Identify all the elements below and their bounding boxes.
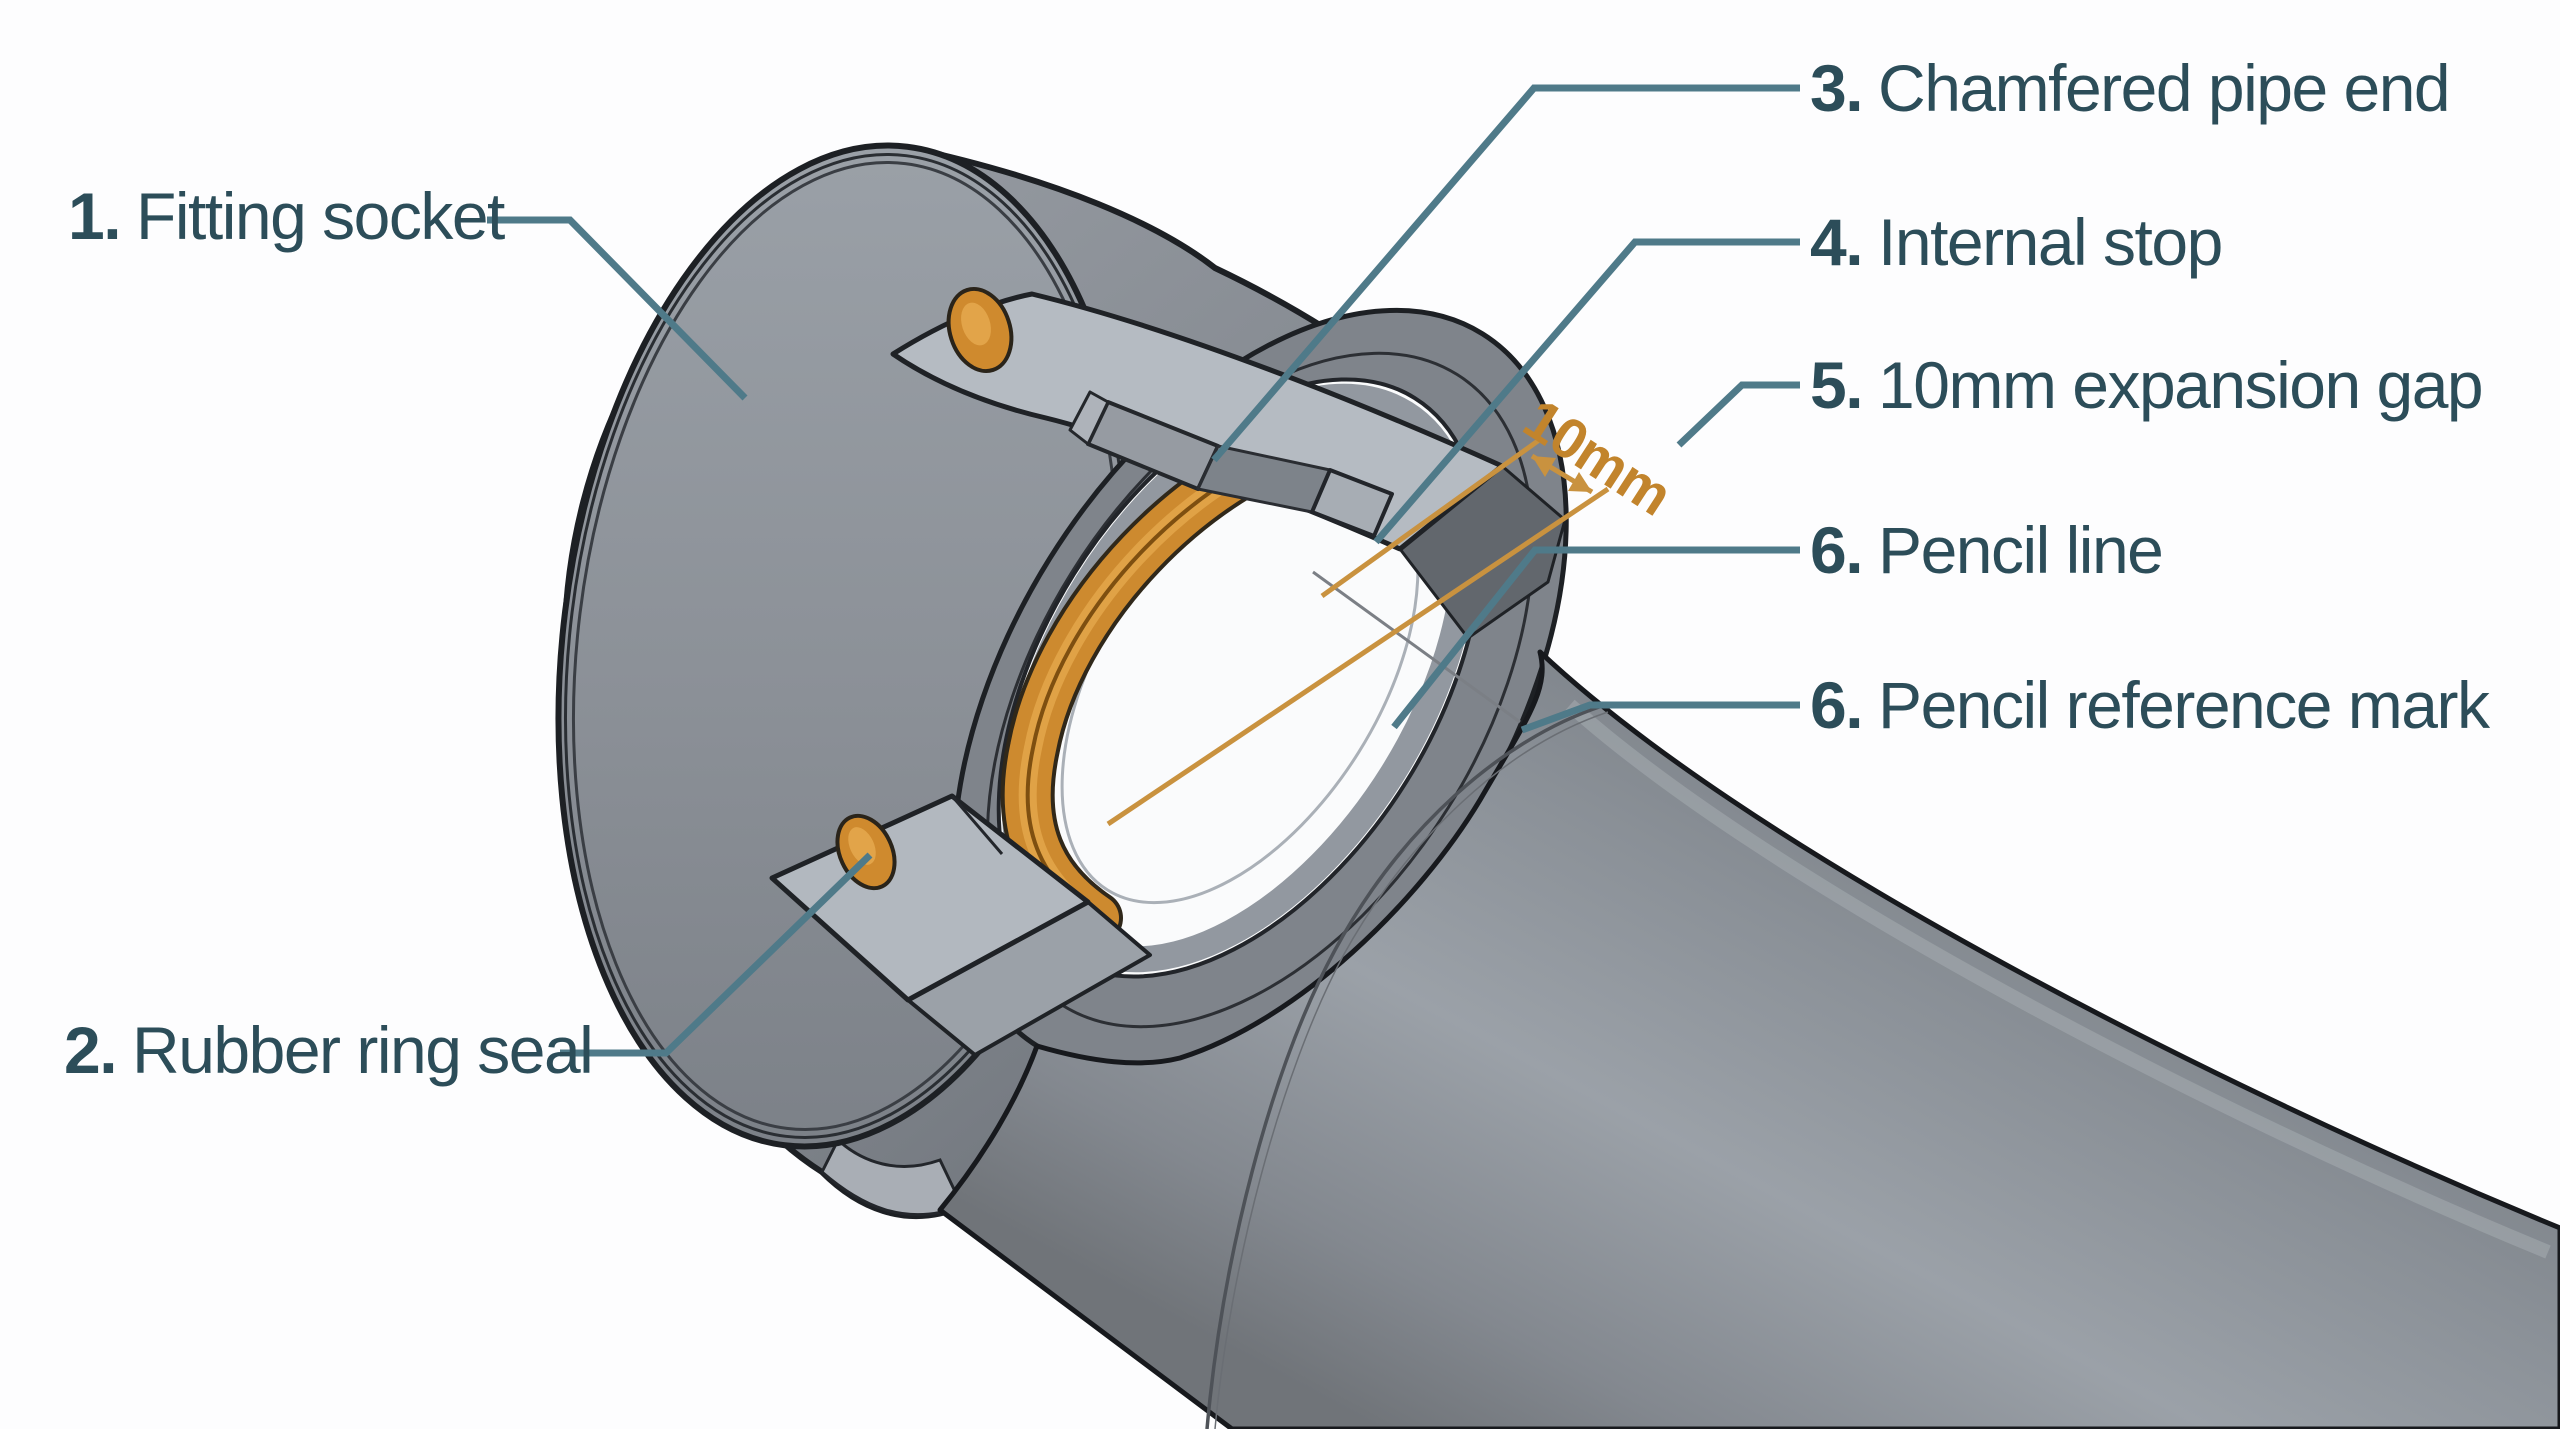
label-rubber-ring-seal: 2. Rubber ring seal bbox=[64, 1013, 594, 1087]
label-pencil-line: 6. Pencil line bbox=[1810, 513, 2164, 587]
label-number: 1. bbox=[68, 179, 122, 253]
label-fitting-socket: 1. Fitting socket bbox=[68, 179, 505, 253]
leader-pencil-line bbox=[1391, 546, 1800, 730]
label-number: 2. bbox=[64, 1013, 118, 1087]
arrowhead-left bbox=[1532, 456, 1556, 477]
cutaway-bottom-shelf bbox=[769, 793, 1152, 1057]
arrowhead-right bbox=[1568, 472, 1592, 492]
leader-expansion-gap bbox=[1676, 381, 1800, 448]
extension-line-lower bbox=[1106, 486, 1610, 827]
leader-chamfered-pipe-end bbox=[1211, 84, 1800, 463]
label-number: 6. bbox=[1810, 668, 1864, 742]
leader-internal-stop bbox=[1373, 238, 1800, 545]
dimension-annotation bbox=[1106, 435, 1610, 827]
label-number: 3. bbox=[1810, 51, 1864, 125]
label-chamfered-pipe-end: 3. Chamfered pipe end bbox=[1810, 51, 2451, 125]
label-text: Pencil reference mark bbox=[1878, 668, 2490, 742]
label-text: Rubber ring seal bbox=[132, 1013, 594, 1087]
pipe bbox=[937, 570, 2560, 1429]
leader-fitting-socket bbox=[487, 216, 748, 401]
label-internal-stop: 4. Internal stop bbox=[1810, 205, 2223, 279]
cutaway-top-shelf bbox=[890, 286, 1505, 552]
pencil-reference-mark bbox=[1205, 704, 1603, 1429]
label-text: Pencil line bbox=[1878, 513, 2164, 587]
label-number: 5. bbox=[1810, 348, 1864, 422]
leader-rubber-ring-seal bbox=[560, 852, 873, 1057]
seal-cross-section-top bbox=[946, 286, 1014, 374]
label-text: 10mm expansion gap bbox=[1878, 348, 2484, 422]
extension-line-upper bbox=[1320, 435, 1544, 599]
pencil-line bbox=[1312, 570, 1521, 724]
label-expansion-gap: 5. 10mm expansion gap bbox=[1810, 348, 2484, 422]
label-number: 4. bbox=[1810, 205, 1864, 279]
leader-lines bbox=[487, 84, 1800, 1057]
label-text: Fitting socket bbox=[136, 179, 505, 253]
leader-pencil-reference-mark bbox=[1520, 701, 1800, 734]
label-text: Chamfered pipe end bbox=[1878, 51, 2451, 125]
label-text: Internal stop bbox=[1878, 205, 2223, 279]
label-pencil-reference-mark: 6. Pencil reference mark bbox=[1810, 668, 2490, 742]
internal-stop bbox=[1310, 468, 1394, 538]
label-number: 6. bbox=[1810, 513, 1864, 587]
